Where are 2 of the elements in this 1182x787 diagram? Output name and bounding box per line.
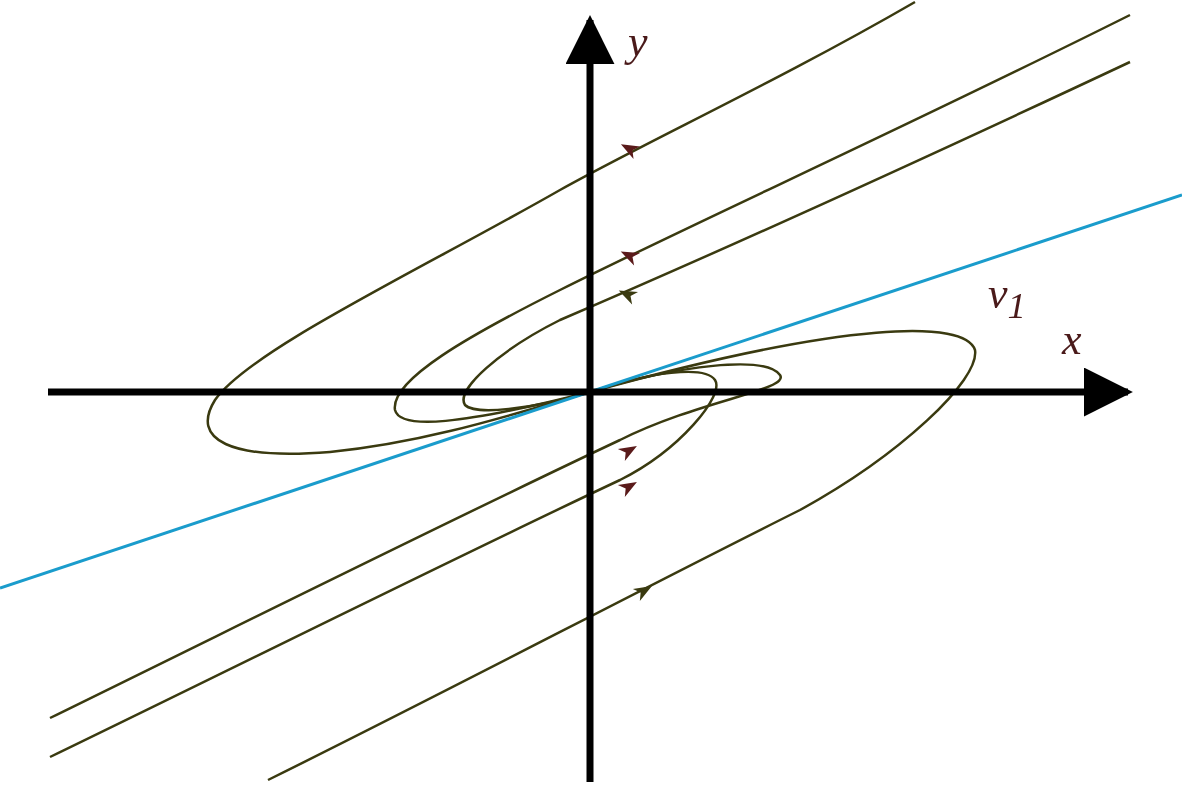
axis-label: x xyxy=(1062,318,1082,362)
vector-label: v$_{1}$ xyxy=(988,272,1026,325)
